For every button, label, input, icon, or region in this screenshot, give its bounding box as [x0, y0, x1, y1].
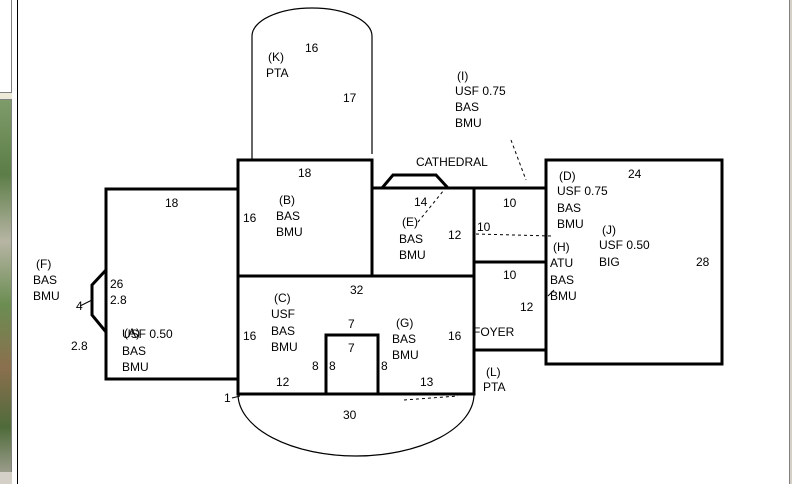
area-f-bay-outline [90, 268, 108, 333]
label-d-usf: USF 0.75 [557, 184, 608, 198]
label-e-bmu: BMU [399, 248, 426, 262]
label-f-bas: BAS [33, 273, 57, 287]
label-c-usf: USF [271, 307, 295, 321]
building-outline [90, 158, 724, 396]
label-foyer-top: 10 [503, 268, 517, 282]
cathedral-outline [380, 173, 450, 190]
label-a-usf-text: USF 0.50 [122, 327, 173, 341]
leader-lines [403, 139, 553, 401]
label-j-right: 28 [696, 255, 710, 269]
label-d-bas: BAS [557, 201, 581, 215]
label-notch-inner: 7 [348, 341, 355, 355]
label-i-bmu: BMU [455, 116, 482, 130]
label-d-id: (D) [559, 169, 576, 183]
label-l-id: (L) [486, 365, 501, 379]
label-c-left: 16 [243, 329, 257, 343]
area-e-outline [370, 186, 476, 278]
area-d-outline [544, 158, 724, 366]
label-a-bay-depth: 4 [76, 299, 83, 313]
label-a-id: (A) [124, 326, 140, 340]
label-l-bottom: 30 [343, 408, 357, 422]
label-h-id: (H) [553, 240, 570, 254]
label-l-code: PTA [483, 380, 505, 394]
label-a-bas: BAS [122, 344, 146, 358]
label-k-id: (K) [268, 50, 284, 64]
label-i-id: (I) [457, 69, 468, 83]
left-panel-divider [0, 92, 12, 100]
leader-solid [79, 289, 555, 399]
left-panel-photo-thumbnail[interactable] [0, 100, 12, 472]
label-c-id: (C) [274, 291, 291, 305]
label-l-start: 1 [224, 391, 231, 405]
label-g-bottom: 13 [420, 375, 434, 389]
label-e-bas: BAS [399, 232, 423, 246]
inner-notch-outline [324, 333, 380, 394]
label-f-bmu: BMU [33, 289, 60, 303]
label-foyer-right: 12 [520, 300, 534, 314]
label-k-code: PTA [266, 66, 288, 80]
label-g-bmu: BMU [392, 348, 419, 362]
label-a-bay: 2.8 [110, 293, 127, 307]
label-notch-left: 8 [312, 359, 319, 373]
label-e-id: (E) [402, 215, 418, 229]
label-c-bmu: BMU [271, 340, 298, 354]
label-e-top: 14 [414, 195, 428, 209]
label-a-bay-low: 2.8 [71, 339, 88, 353]
label-cathedral: CATHEDRAL [416, 155, 488, 169]
label-b-top: 18 [298, 166, 312, 180]
label-c-bottom: 12 [276, 375, 290, 389]
label-c-bas: BAS [271, 324, 295, 338]
label-b-bmu: BMU [276, 225, 303, 239]
label-a-right: 26 [110, 277, 124, 291]
area-l-outline [237, 393, 475, 457]
label-b-left: 16 [243, 211, 257, 225]
label-c-top: 32 [350, 283, 364, 297]
label-a-top: 18 [165, 196, 179, 210]
left-panel-top [0, 0, 12, 92]
label-b-id: (B) [279, 193, 295, 207]
label-h-bas: BAS [550, 273, 574, 287]
label-d-bmu: BMU [557, 217, 584, 231]
label-f-id: (F) [36, 257, 51, 271]
label-j-big: BIG [599, 255, 620, 269]
label-g-right: 16 [448, 329, 462, 343]
label-j-usf: USF 0.50 [599, 238, 650, 252]
label-b-bas: BAS [276, 209, 300, 223]
label-a-bmu: BMU [122, 360, 149, 374]
label-e-right: 12 [448, 228, 462, 242]
label-j-id: (J) [602, 223, 616, 237]
label-i-usf: USF 0.75 [455, 84, 506, 98]
label-foyer: FOYER [473, 325, 515, 339]
label-notch-top: 7 [348, 317, 355, 331]
label-k-depth: 17 [343, 91, 357, 105]
label-h-bmu: BMU [550, 289, 577, 303]
label-k-width: 16 [305, 41, 319, 55]
label-i-bas: BAS [455, 100, 479, 114]
area-k-outline [251, 7, 373, 160]
content-border [17, 0, 18, 484]
label-h-top: 10 [503, 196, 517, 210]
label-h-atu: ATU [550, 256, 573, 270]
right-scroll-edge[interactable] [789, 0, 792, 484]
label-g-id: (G) [396, 316, 413, 330]
label-notch-right: 8 [381, 359, 388, 373]
label-notch-inner-left: 8 [329, 359, 336, 373]
label-g-bas: BAS [392, 332, 416, 346]
label-h-mid: 10 [477, 220, 491, 234]
label-d-top: 24 [628, 167, 642, 181]
